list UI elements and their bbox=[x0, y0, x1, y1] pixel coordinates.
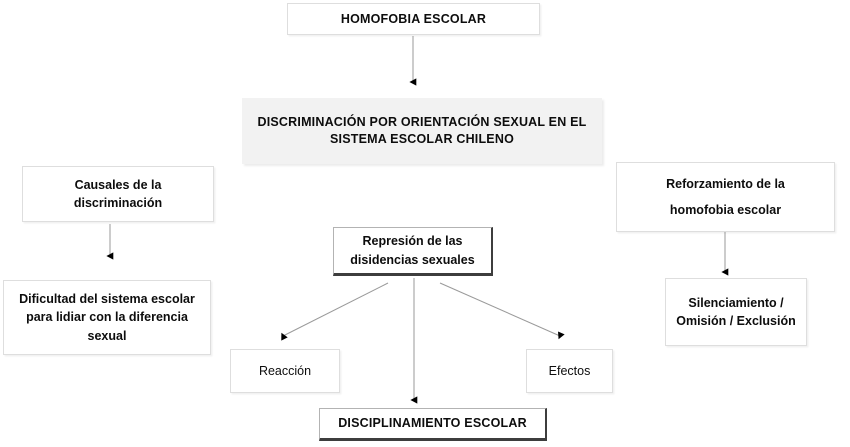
node-reaccion[interactable]: Reacción bbox=[230, 349, 340, 393]
node-homofobia-escolar-label: HOMOFOBIA ESCOLAR bbox=[340, 11, 487, 26]
edge-represion-reaccion bbox=[281, 282, 389, 341]
node-silenciamiento-label: Silenciamiento / Omisión / Exclusión bbox=[676, 295, 796, 328]
node-homofobia-escolar[interactable]: HOMOFOBIA ESCOLAR bbox=[287, 3, 540, 35]
node-dificultad-label: Dificultad del sistema escolar para lidi… bbox=[19, 292, 195, 343]
node-efectos-label: Efectos bbox=[548, 363, 591, 378]
edge-represion-efectos bbox=[439, 282, 565, 340]
node-efectos[interactable]: Efectos bbox=[526, 349, 613, 393]
node-causales[interactable]: Causales de la discriminación bbox=[22, 166, 214, 222]
node-dificultad[interactable]: Dificultad del sistema escolar para lidi… bbox=[3, 280, 211, 355]
node-silenciamiento[interactable]: Silenciamiento / Omisión / Exclusión bbox=[665, 278, 807, 346]
node-discriminacion[interactable]: DISCRIMINACIÓN POR ORIENTACIÓN SEXUAL EN… bbox=[242, 98, 602, 164]
node-reaccion-label: Reacción bbox=[258, 363, 312, 378]
node-represion-label: Represión de las disidencias sexuales bbox=[350, 234, 475, 267]
node-represion[interactable]: Represión de las disidencias sexuales bbox=[333, 227, 493, 276]
node-discriminacion-label: DISCRIMINACIÓN POR ORIENTACIÓN SEXUAL EN… bbox=[257, 115, 587, 146]
node-disciplinamiento[interactable]: DISCIPLINAMIENTO ESCOLAR bbox=[319, 408, 547, 441]
node-disciplinamiento-label: DISCIPLINAMIENTO ESCOLAR bbox=[338, 416, 527, 431]
node-reforzamiento[interactable]: Reforzamiento de la homofobia escolar bbox=[616, 162, 835, 232]
node-causales-label: Causales de la discriminación bbox=[73, 177, 163, 210]
node-reforzamiento-label: Reforzamiento de la homofobia escolar bbox=[666, 176, 785, 217]
